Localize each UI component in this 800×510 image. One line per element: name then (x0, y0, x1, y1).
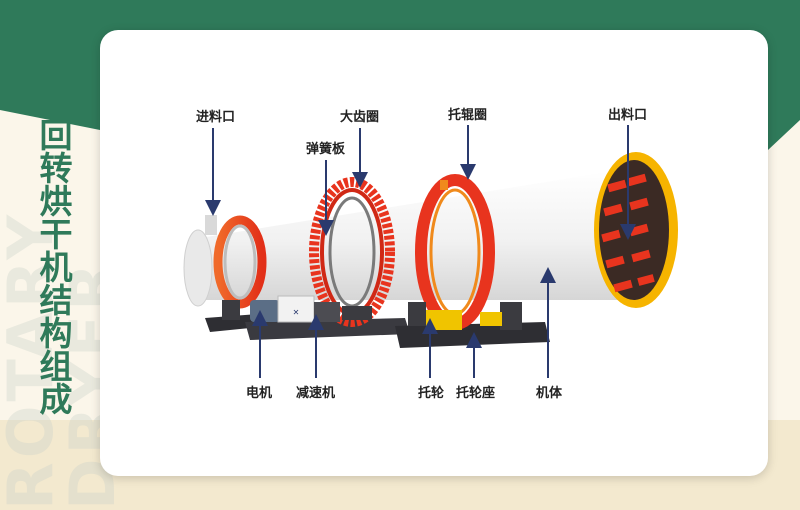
label-spring-plate: 弹簧板 (306, 142, 346, 157)
label-reducer: 减速机 (296, 386, 336, 401)
label-supporting-wheel: 托轮 (418, 386, 445, 401)
label-wheel-base: 托轮座 (456, 386, 496, 401)
label-feed-inlet: 进料口 (196, 110, 236, 125)
discharge-end (594, 152, 678, 308)
callout-arrows (205, 125, 636, 378)
label-discharge-outlet: 出料口 (608, 108, 648, 123)
label-big-gear-ring: 大齿圈 (340, 110, 380, 125)
reducer-unit (314, 302, 372, 322)
svg-text:✕: ✕ (293, 308, 300, 317)
page-title: 回转烘干机结构组成 (34, 118, 73, 415)
label-riding-ring: 托辊圈 (448, 108, 488, 123)
label-body: 机体 (536, 386, 563, 401)
label-motor: 电机 (246, 386, 273, 401)
